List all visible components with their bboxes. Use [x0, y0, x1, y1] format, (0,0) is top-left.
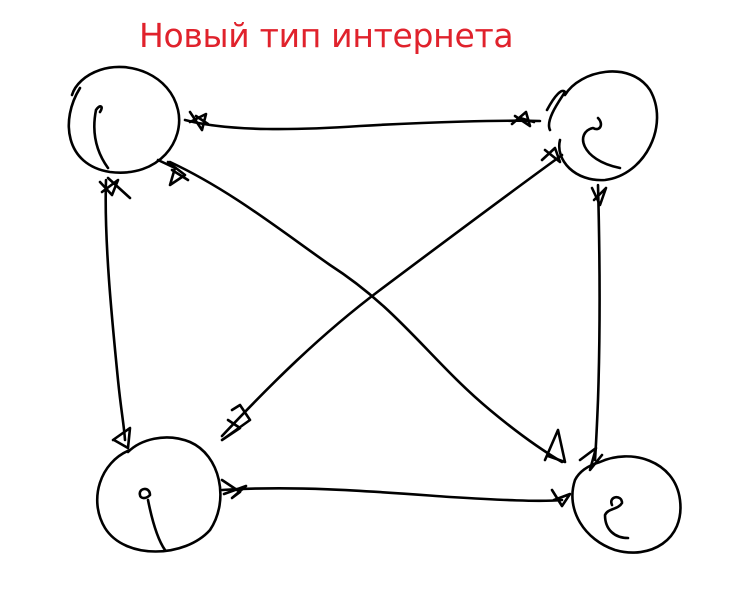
edge-top-right-bottom-left: [220, 153, 564, 438]
edge-top-left-bottom-left: [104, 178, 127, 442]
node-bottom-right: [571, 455, 682, 554]
node-top-right: [545, 70, 659, 182]
arrow-icon: [111, 426, 132, 450]
arrow-icon: [590, 186, 608, 207]
node-bottom-left: [96, 436, 222, 553]
node-top-left: [67, 65, 181, 174]
arrow-icon: [188, 110, 210, 132]
arrow-icon: [550, 488, 572, 508]
arrow-icon: [220, 478, 248, 500]
arrow-icon: [510, 110, 536, 128]
edge-top-left-bottom-right: [168, 160, 564, 464]
arrow-icon: [156, 158, 190, 187]
edge-bottom-left-bottom-right: [220, 486, 564, 503]
diagram-title: Новый тип интернета: [139, 16, 514, 55]
arrow-icon: [98, 176, 132, 200]
edge-top-left-top-right: [183, 118, 542, 131]
arrow-icon: [540, 146, 562, 164]
arrow-icon: [543, 428, 567, 464]
edge-top-right-bottom-right: [593, 183, 601, 462]
arrow-icon: [220, 403, 252, 442]
arrowheads: [98, 110, 608, 508]
arrow-icon: [578, 446, 604, 472]
